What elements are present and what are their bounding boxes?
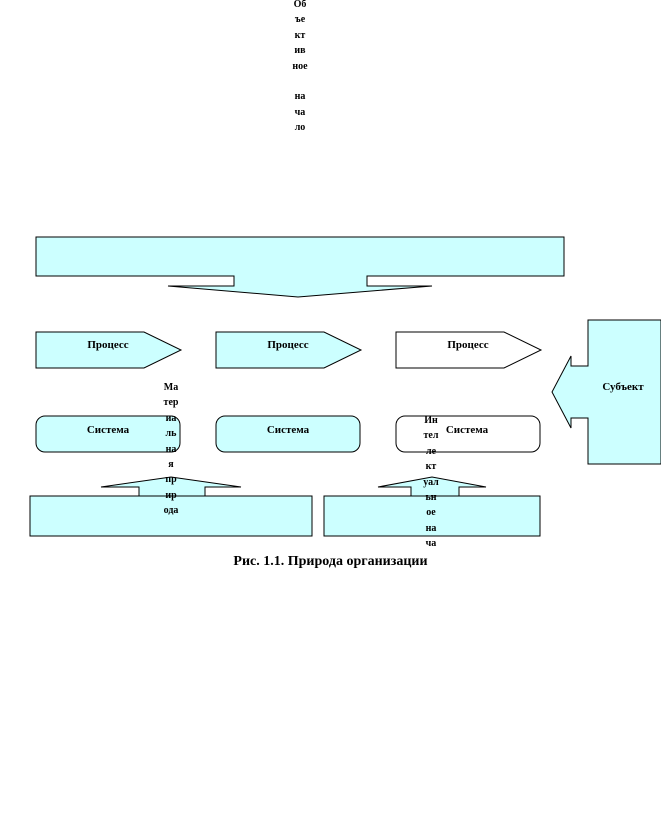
system-label-3: Система (445, 424, 489, 436)
process-label-1: Процесс (87, 339, 129, 351)
system-shape-3 (395, 415, 541, 453)
process-shape-2 (215, 331, 363, 369)
material-label: Ма тер иа ль на я пр ир ода (163, 382, 179, 517)
process-shape-3 (395, 331, 543, 369)
subject-arrow-shape (551, 319, 661, 465)
system-label-2: Система (266, 424, 310, 436)
intellect-label: Ин тел ле кт уал ьн ое на ча (423, 415, 439, 550)
system-shape-1 (35, 415, 181, 453)
material-arrow-shape (29, 476, 313, 537)
subject-label: Субъект (602, 381, 644, 393)
system-shape-2 (215, 415, 361, 453)
objective-arrow-shape (35, 236, 565, 298)
intellect-arrow-shape (323, 476, 541, 537)
objective-label: Об ъе кт ив ное на ча ло (292, 0, 308, 134)
figure-caption: Рис. 1.1. Природа организации (233, 554, 428, 569)
process-shape-1 (35, 331, 183, 369)
process-label-3: Процесс (447, 339, 489, 351)
process-label-2: Процесс (267, 339, 309, 351)
system-label-1: Система (86, 424, 130, 436)
